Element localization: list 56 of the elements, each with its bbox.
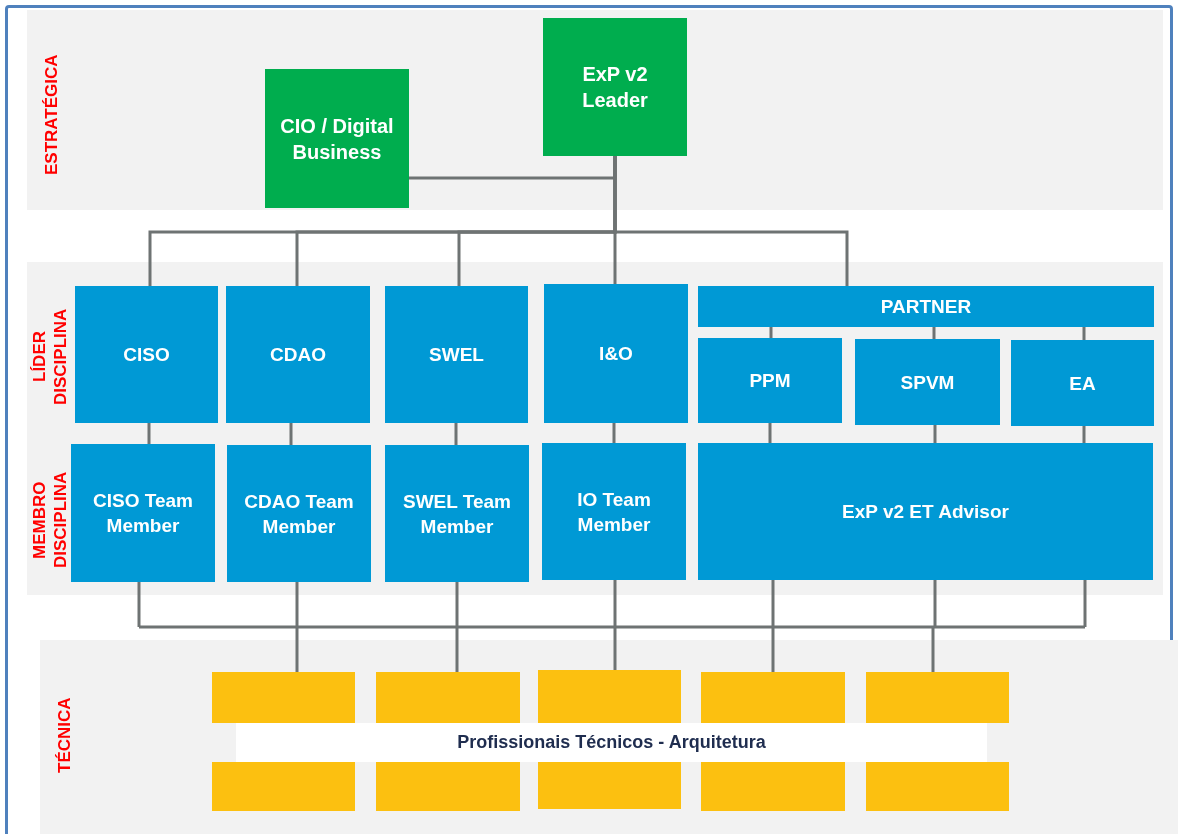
tier-label: MEMBRO DISCIPLINA [29, 470, 71, 571]
connector-line [295, 582, 299, 627]
connector-line [139, 625, 1085, 629]
connector-line [454, 423, 458, 445]
tier-label: TÉCNICA [54, 696, 75, 775]
connector-line [932, 327, 936, 339]
tier-band [27, 262, 1163, 595]
tier-label: LÍDER DISCIPLINA [29, 307, 71, 408]
connector-line [1083, 580, 1087, 627]
team-box [212, 672, 355, 723]
role-box: PARTNER [698, 286, 1154, 327]
connector-line [931, 627, 935, 672]
team-box [866, 762, 1009, 811]
tier-band [27, 10, 1163, 210]
role-box: SWEL [385, 286, 528, 423]
connector-line [613, 580, 617, 627]
team-box [701, 672, 845, 723]
tier-band [40, 640, 1178, 834]
connector-line [147, 423, 151, 444]
banner-label: Profissionais Técnicos - Arquitetura [236, 723, 987, 762]
connector-line [137, 582, 141, 627]
role-box: ExP v2 Leader [543, 18, 687, 156]
connector-line [769, 327, 773, 338]
connector-line [289, 423, 293, 445]
team-box [376, 762, 520, 811]
team-box [538, 670, 681, 723]
role-box: CDAO Team Member [227, 445, 371, 582]
connector-line [771, 580, 775, 627]
connector-line [1082, 327, 1086, 340]
role-box: I&O [544, 284, 688, 423]
connector-line [455, 627, 459, 672]
role-box: CDAO [226, 286, 370, 423]
role-box: SWEL Team Member [385, 445, 529, 582]
connector-line [612, 423, 616, 443]
connector-line [933, 425, 937, 443]
connector-line [295, 627, 299, 672]
connector-line [613, 627, 617, 670]
connector-line [455, 582, 459, 627]
team-box [538, 762, 681, 809]
team-box [866, 672, 1009, 723]
role-box: PPM [698, 338, 842, 423]
team-box [701, 762, 845, 811]
role-box: ExP v2 ET Advisor [698, 443, 1153, 580]
role-box: CISO [75, 286, 218, 423]
connector-line [768, 423, 772, 443]
connector-line [933, 580, 937, 627]
team-box [376, 672, 520, 723]
tier-label: ESTRATÉGICA [41, 53, 62, 178]
connector-line [1082, 426, 1086, 443]
connector-line [771, 627, 775, 672]
role-box: EA [1011, 340, 1154, 426]
role-box: SPVM [855, 339, 1000, 425]
team-box [212, 762, 355, 811]
role-box: CIO / Digital Business [265, 69, 409, 208]
role-box: IO Team Member [542, 443, 686, 580]
role-box: CISO Team Member [71, 444, 215, 582]
